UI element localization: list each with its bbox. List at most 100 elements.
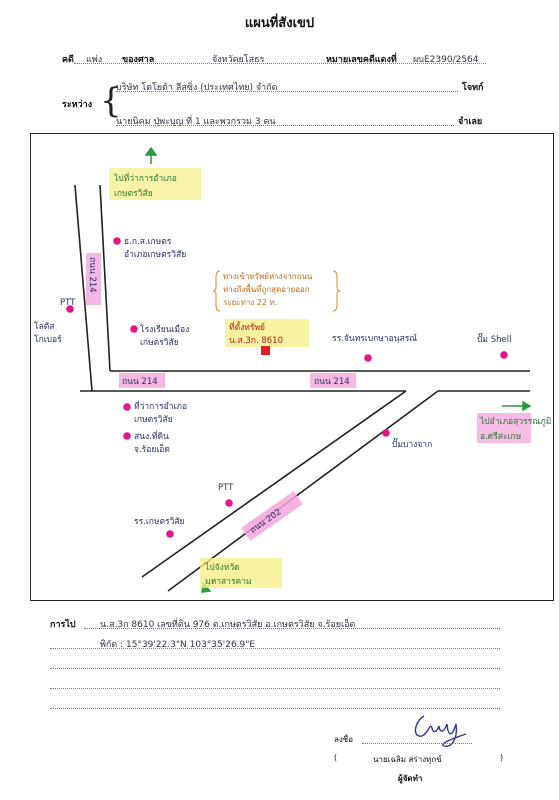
court-label: ของศาล [122, 55, 155, 65]
maker-label: ผู้จัดทำ [398, 774, 423, 783]
road-labels: ถนน 214 ถนน 214 ถนน 214 ถนน 202 [87, 257, 350, 536]
pin-gas-station [382, 429, 390, 437]
brace-icon: { [100, 81, 122, 121]
plaintiff-name: บริษัท โตโยต้า ลีสซิ่ง (ประเทศไทย) จำกัด [116, 83, 278, 93]
coordinates: พิกัด : 15°39'22.3"N 103°35'26.9"E [100, 640, 256, 650]
sign-underline [362, 743, 472, 744]
plaintiff-underline [116, 91, 458, 92]
label-to-province-2: มหาสารคาม [205, 577, 252, 587]
highlight-road-214-b [310, 373, 356, 388]
route-text: น.ส.3ก 8610 เลขที่ดิน 976 ต.เกษตรวิสัย อ… [100, 620, 356, 630]
sign-open-paren: ( [334, 753, 338, 762]
label-to-district-office: ไปที่ว่าการอำเภอ [113, 172, 177, 184]
label-to-suwannaphum: ไปอำเภอสุวรรณภูมิ [479, 416, 551, 427]
case-number: ผบE2390/2564 [413, 55, 479, 65]
road-202-east-edge [167, 390, 439, 592]
green-labels: ไปที่ว่าการอำเภอ เกษตรวิสัย ไปอำเภอสุวรร… [113, 172, 551, 587]
route-underline-1 [84, 628, 500, 629]
label-hospital: โรงเรียนเมือง [140, 324, 189, 335]
note-line-2: ห่างถึงพื้นที่ถูกสุดอายออก [223, 283, 310, 295]
pin-ptt-west [66, 305, 74, 313]
between-label: ระหว่าง [62, 100, 93, 110]
label-land-office-2: จ.ร้อยเอ็ด [134, 443, 170, 455]
pin-land-office [123, 432, 131, 440]
label-to-district-office-2: เกษตรวิสัย [114, 189, 153, 199]
label-school: รร.จันทรเบกษาอนุสรณ์ [332, 333, 417, 344]
highlight-to-district-office [109, 168, 201, 200]
highlight-road-214-a [119, 373, 165, 388]
label-land-office: สนง.ที่ดิน [134, 430, 169, 442]
defendant-name: นายนิคม ปุ่พะบุญ ที่ 1 และพวกรวม 3 คน [116, 117, 276, 127]
pin-district-office [123, 403, 131, 411]
map-svg: ไปที่ว่าการอำเภอ เกษตรวิสัย ไปอำเภอสุวรร… [34, 146, 551, 593]
route-label: การไป [50, 620, 76, 630]
case-number-label: หมายเลขคดีแดงที่ [326, 55, 397, 65]
label-property: ที่ตั้งทรัพย์ [229, 321, 265, 333]
road-214-vertical-right-edge [99, 184, 111, 372]
road-214-vertical-left-edge [74, 184, 93, 392]
pin-school-south [166, 530, 174, 538]
plaintiff-role: โจทก์ [462, 83, 484, 93]
defendant-underline [116, 125, 454, 126]
label-bank: ธ.ก.ส.เกษตร [124, 237, 172, 247]
label-bank-2: อำเภอเกษตรวิสัย [124, 250, 186, 260]
pin-ptt-south [225, 499, 233, 507]
map-frame: ไปที่ว่าการอำเภอ เกษตรวิสัย ไปอำเภอสุวรร… [30, 133, 554, 601]
label-lotus: โลตัส [34, 321, 55, 332]
label-property-2: น.ส.3ก. 8610 [229, 336, 283, 346]
defendant-role: จำเลย [458, 117, 483, 127]
arrow-north-head-icon [144, 146, 158, 156]
label-lotus-2: โกเบอร์ [34, 334, 62, 345]
highlight-road-202 [241, 491, 303, 541]
route-underline-3 [50, 668, 500, 669]
route-underline-5 [50, 708, 500, 709]
signature-stroke [414, 715, 467, 747]
signature [414, 715, 467, 747]
highlight-road-214-vertical [86, 253, 101, 305]
note-line-1: ทางเข้าทรัพย์ห่างจากถนน [223, 271, 313, 281]
arrows [144, 146, 532, 593]
label-hospital-2: เกษตรวิสัย [140, 338, 179, 348]
label-road-214-b: ถนน 214 [314, 377, 350, 387]
roads [74, 184, 530, 592]
note-labels: ทางเข้าทรัพย์ห่างจากถนน ห่างถึงพื้นที่ถู… [223, 271, 313, 307]
property-marker [261, 346, 270, 355]
note-right-brace [332, 270, 341, 312]
case-type: แพ่ง [86, 55, 103, 65]
arrow-east-head-icon [522, 400, 532, 412]
road-202-west-edge [141, 390, 407, 578]
label-road-214-a: ถนน 214 [122, 377, 158, 387]
label-to-suwannaphum-2: อ.ศรีสะเกษ [480, 431, 522, 442]
label-shell: ปั๊ม Shell [477, 332, 511, 345]
route-underline-2 [50, 648, 500, 649]
pins [66, 237, 508, 538]
label-gas-station: ปั๊มบางจาก [392, 437, 432, 450]
sign-close-paren: ) [500, 753, 504, 762]
highlight-property [225, 319, 309, 347]
page-title: แผนที่สังเขป [244, 16, 315, 31]
note-line-3: ระยะทาง 22 ท. [223, 298, 277, 307]
label-ptt-west: PTT [60, 298, 76, 308]
header-underline-1 [74, 63, 486, 64]
label-school-south: รร.เกษตรวิสัย [134, 517, 185, 527]
sign-label: ลงชื่อ [334, 735, 354, 744]
pin-school [364, 354, 372, 362]
pin-hospital [130, 325, 138, 333]
label-ptt-south: PTT [218, 483, 234, 493]
pin-bank [113, 237, 121, 245]
pin-shell [500, 351, 508, 359]
highlight-to-province [200, 558, 282, 588]
highlight-to-suwannaphum [477, 413, 531, 443]
sign-name: นายเฉลิม สร่างทุกข์ [373, 755, 442, 764]
property-labels: ที่ตั้งทรัพย์ น.ส.3ก. 8610 [229, 321, 283, 346]
route-underline-4 [50, 688, 500, 689]
highlight-road-202-group [241, 491, 303, 541]
label-to-province: ไปจังหวัด [204, 562, 240, 573]
case-label: คดี [62, 55, 74, 65]
label-district-office: ที่ว่าการอำเภอ [134, 400, 187, 412]
label-district-office-2: เกษตรวิสัย [134, 415, 173, 425]
label-road-214-vertical: ถนน 214 [87, 257, 97, 293]
note-left-brace [212, 270, 221, 312]
blue-labels: ธ.ก.ส.เกษตร อำเภอเกษตรวิสัย PTT โลตัส โก… [34, 237, 511, 527]
court-name: จังหวัดยโสธร [212, 55, 265, 65]
